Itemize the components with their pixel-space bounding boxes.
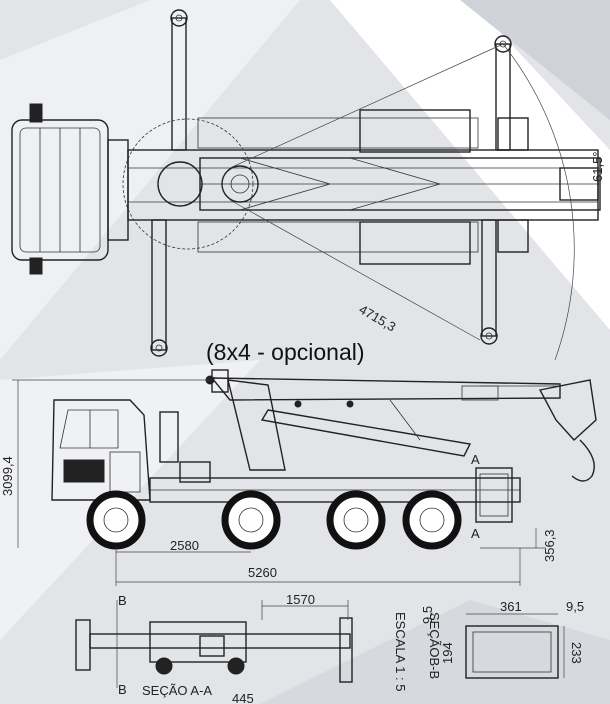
sb-inner-dimension: 194 — [440, 642, 455, 664]
section-b-top: B — [118, 593, 127, 608]
sb-edge-dimension: 9,5 — [566, 599, 584, 614]
top-view: 4715,3 61,5° — [11, 9, 605, 361]
length-dimension: 5260 — [248, 565, 277, 580]
rear-outriggers — [480, 35, 512, 345]
sb-height-dimension: 233 — [569, 642, 584, 664]
side-view: 3099,4 2580 5260 356,3 A A — [0, 369, 597, 586]
sb-width-dimension: 361 — [500, 599, 522, 614]
section-b-bottom: B — [118, 682, 127, 697]
section-aa-view: B B 1570 SEÇÃO A-A 445 — [75, 592, 353, 704]
front-outriggers — [150, 9, 188, 357]
height-dimension: 3099,4 — [0, 456, 15, 496]
top-view-cab — [11, 103, 129, 275]
section-offset-dimension: 445 — [232, 691, 254, 704]
wheels — [86, 490, 462, 550]
ground-clearance-dimension: 356,3 — [542, 529, 557, 562]
radius-dimension: 4715,3 — [357, 302, 399, 335]
section-aa-label: SEÇÃO A-A — [142, 683, 212, 698]
side-view-cab — [51, 399, 151, 501]
section-a-upper: A — [471, 452, 480, 467]
section-a-lower: A — [471, 526, 480, 541]
sb-left-dimension: 9,5 — [420, 606, 435, 624]
angle-dimension: 61,5° — [590, 151, 605, 182]
section-b-title: SEÇÃOB-B — [427, 612, 442, 679]
wheelbase-dimension: 2580 — [170, 538, 199, 553]
section-width-dimension: 1570 — [286, 592, 315, 607]
configuration-label: (8x4 - opcional) — [206, 339, 365, 365]
section-b-scale: ESCALA 1 : 5 — [393, 612, 408, 692]
section-bb-view: SEÇÃOB-B ESCALA 1 : 5 361 9,5 9,5 194 23… — [393, 599, 584, 692]
